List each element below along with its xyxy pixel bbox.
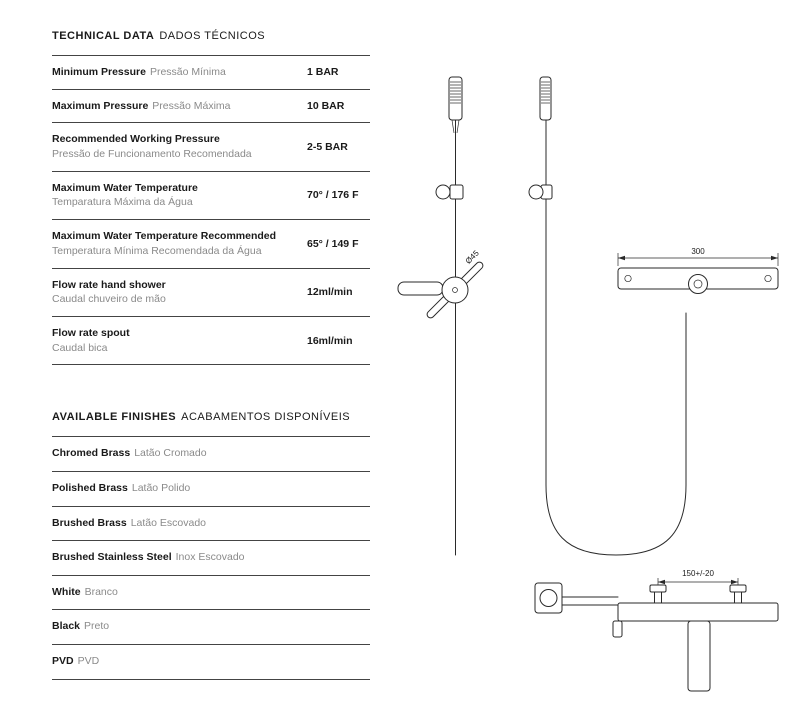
dimension-spacing-label: 150+/-20	[682, 569, 714, 578]
row-label-en: Recommended Working Pressure	[52, 133, 220, 146]
row-label-pt: Pressão Mínima	[149, 66, 226, 78]
finish-label-en: Chromed Brass	[52, 447, 131, 460]
mixer-front-drawing: 150+/-20	[535, 569, 778, 691]
row-label-pt: Caudal chuveiro de mão	[52, 293, 166, 306]
finish-label-en: White	[52, 585, 81, 598]
row-label-en: Maximum Pressure	[52, 99, 149, 112]
row-value: 12ml/min	[307, 286, 353, 299]
finish-label-pt: Branco	[84, 585, 118, 598]
finish-label-pt: PVD	[77, 655, 100, 668]
row-value: 65° / 149 F	[307, 237, 359, 250]
row-value: 16ml/min	[307, 334, 353, 347]
technical-data-title-en: TECHNICAL DATA	[52, 30, 155, 42]
row-value: 1 BAR	[307, 66, 339, 79]
row-label-pt: Pressão Máxima	[152, 99, 231, 112]
finish-label-pt: Latão Polido	[131, 481, 191, 494]
technical-data-title-pt: DADOS TÉCNICOS	[159, 30, 266, 42]
dimension-width-label: 300	[691, 247, 705, 256]
finish-label-pt: Latão Escovado	[130, 516, 207, 529]
finish-label-en: Brushed Stainless Steel	[52, 551, 172, 564]
technical-drawings-svg: Ø45 300	[380, 55, 800, 705]
available-finishes-title-en: AVAILABLE FINISHES	[52, 411, 177, 424]
available-finishes-section: AVAILABLE FINISHES ACABAMENTOS DISPONÍVEI…	[52, 411, 370, 680]
finish-label-en: Brushed Brass	[52, 516, 127, 529]
row-value: 2-5 BAR	[307, 141, 348, 154]
front-view-drawing: Ø45	[398, 77, 484, 555]
row-label-pt: Temparatura Máxima da Água	[52, 196, 193, 209]
finish-label-pt: Preto	[84, 620, 110, 633]
finish-label-en: Polished Brass	[52, 481, 128, 494]
row-label-en: Flow rate hand shower	[52, 278, 166, 291]
technical-drawings: Ø45 300	[380, 55, 800, 705]
available-finishes-title-pt: ACABAMENTOS DISPONÍVEIS	[181, 411, 351, 424]
finish-label-pt: Inox Escovado	[175, 551, 245, 564]
finish-label-en: Black	[52, 620, 81, 633]
row-label-en: Flow rate spout	[52, 326, 130, 339]
technical-data-heading: TECHNICAL DATA DADOS TÉCNICOS	[52, 30, 370, 56]
row-value: 10 BAR	[307, 100, 345, 113]
row-label-pt: Temperatura Mínima Recomendada da Água	[52, 244, 262, 257]
available-finishes-heading: AVAILABLE FINISHES ACABAMENTOS DISPONÍVEI…	[52, 411, 370, 438]
row-label-pt: Caudal bica	[52, 341, 108, 354]
side-view-drawing	[529, 77, 686, 555]
row-label-en: Maximum Water Temperature	[52, 181, 198, 194]
row-label-en: Maximum Water Temperature Recommended	[52, 230, 277, 243]
finish-label-pt: Latão Cromado	[134, 447, 207, 460]
row-value: 70° / 176 F	[307, 189, 359, 202]
top-view-drawing: 300	[618, 247, 778, 294]
spec-column: TECHNICAL DATA DADOS TÉCNICOS Minimum Pre…	[52, 30, 370, 680]
row-label-pt: Pressão de Funcionamento Recomendada	[52, 148, 252, 161]
row-label-en: Minimum Pressure	[52, 66, 146, 78]
finish-label-en: PVD	[52, 655, 74, 668]
